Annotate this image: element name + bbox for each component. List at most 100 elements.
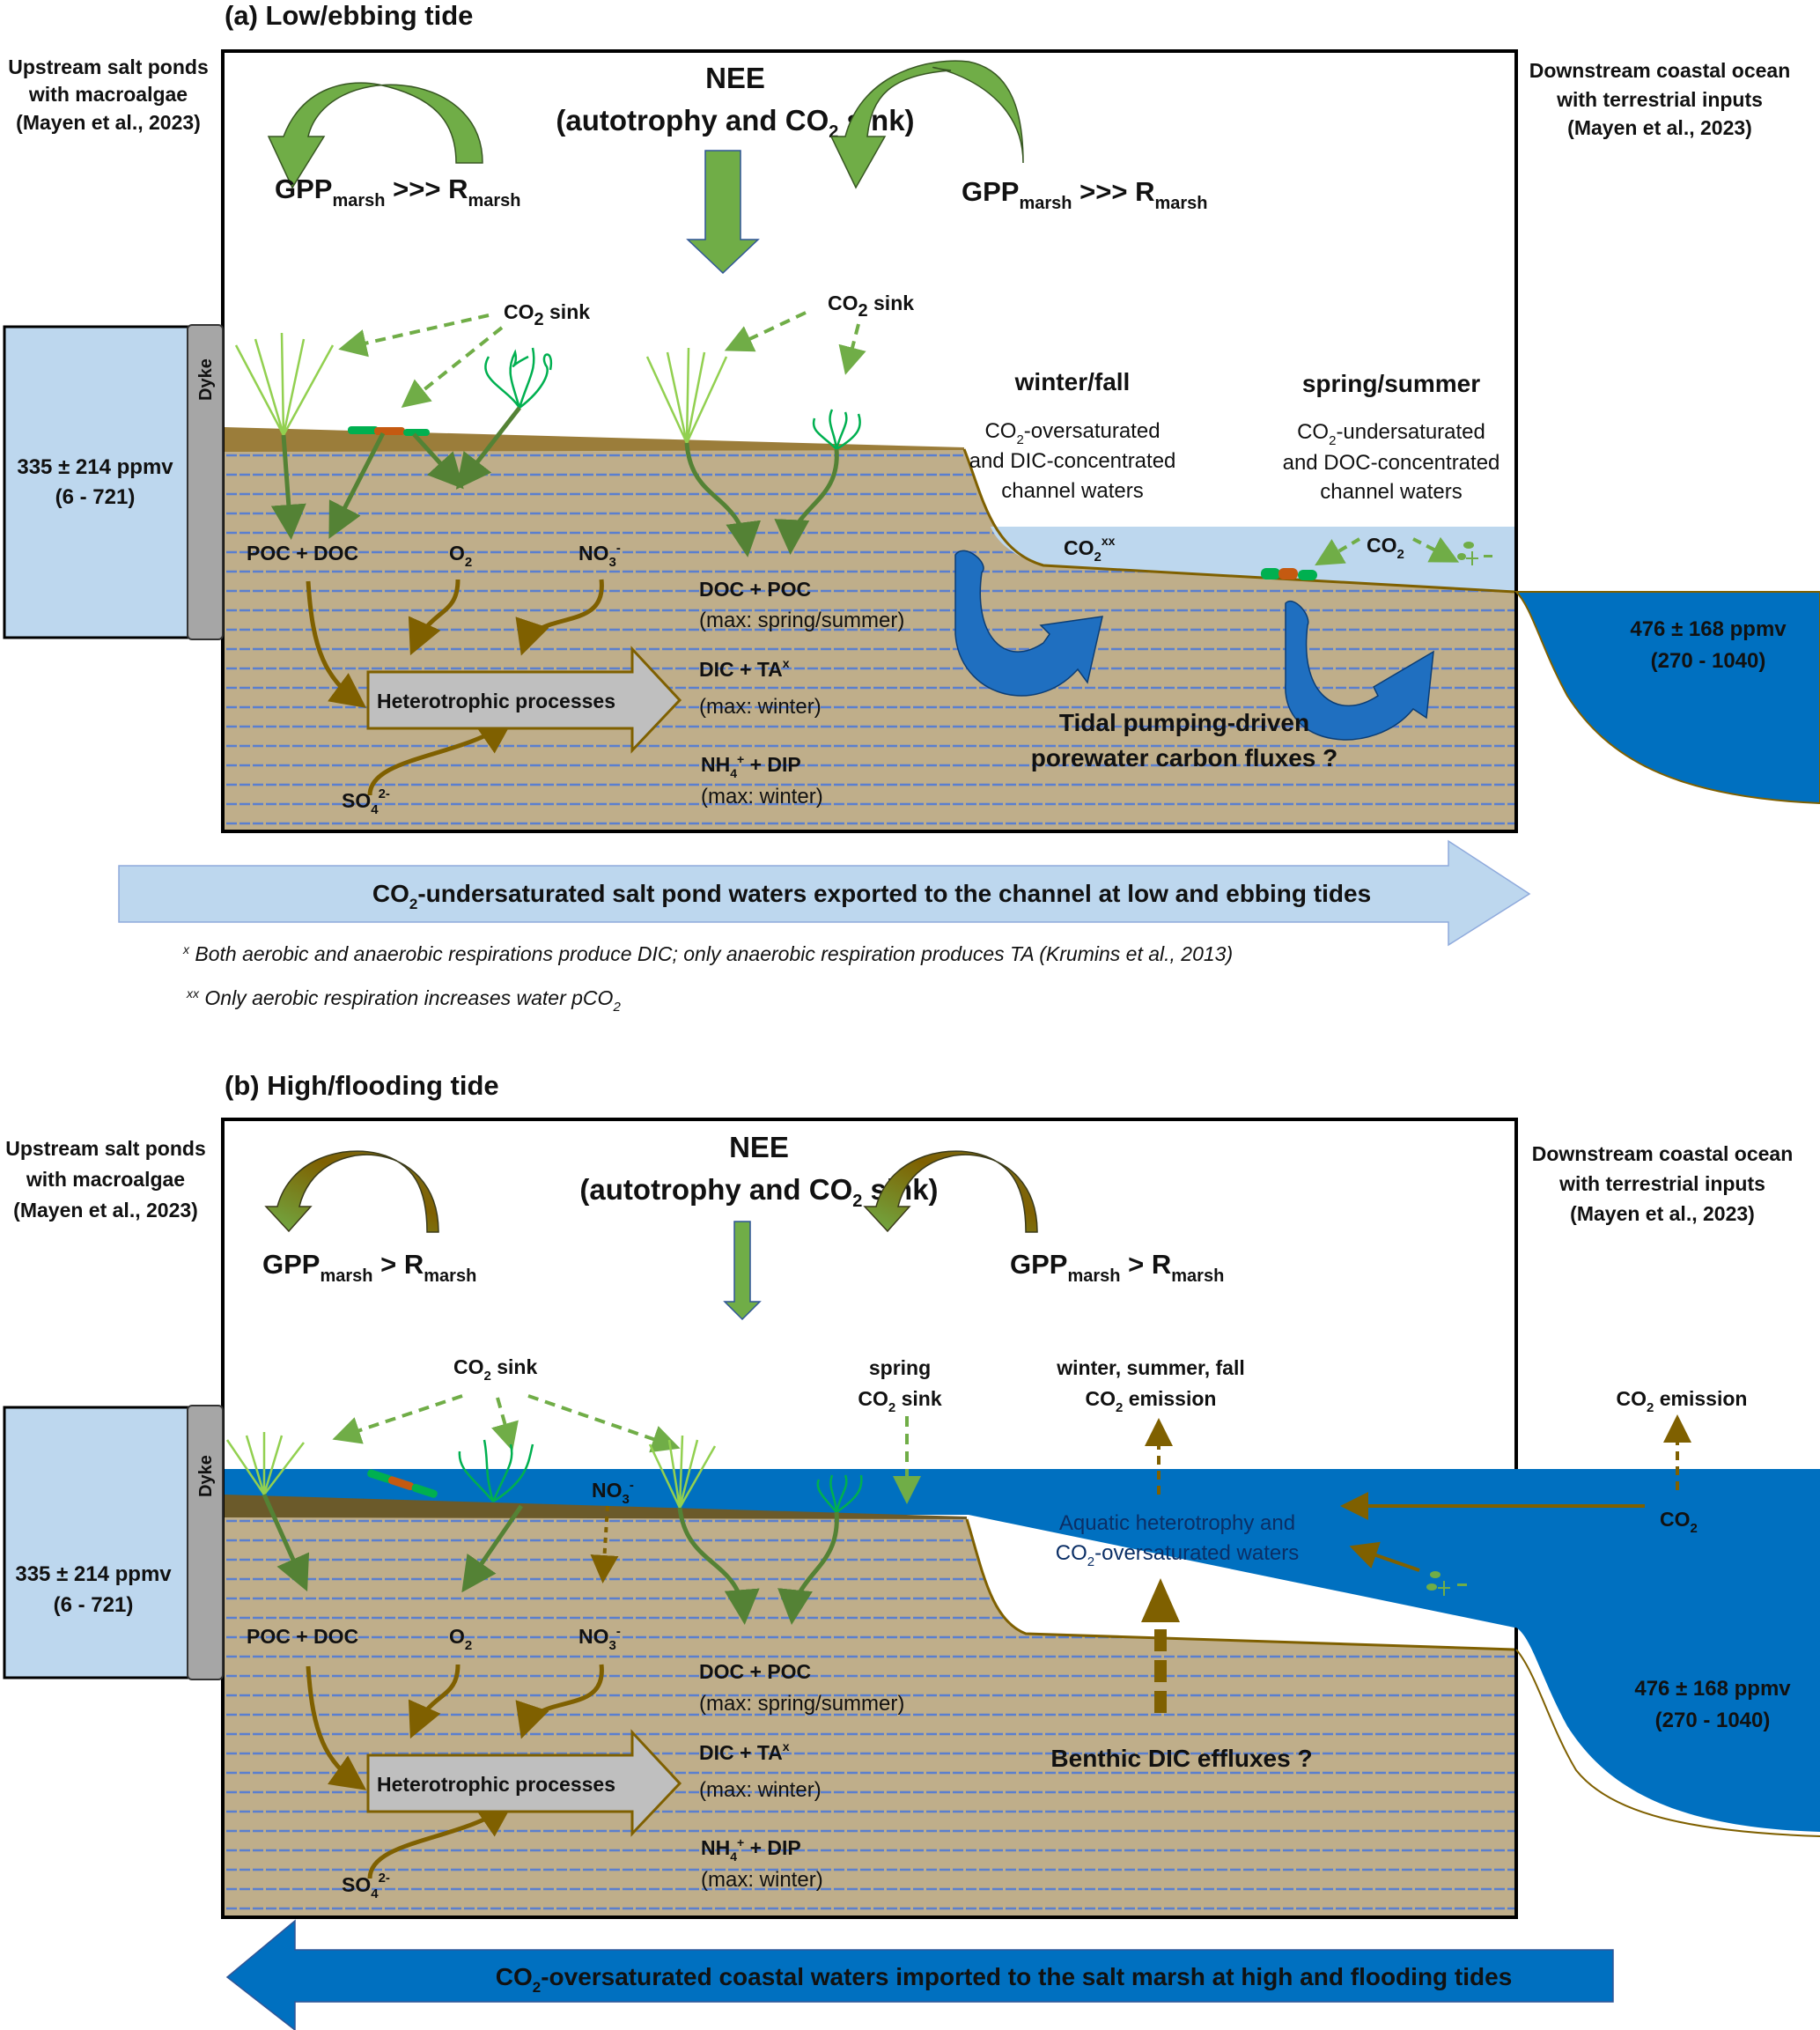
co2-sink-dashed-arrows-b: [332, 1394, 921, 1504]
nh4-dip-label-b: NH4+ + DIP: [701, 1835, 801, 1864]
o2-label: O2: [449, 542, 472, 570]
svg-text:with macroalgae: with macroalgae: [28, 83, 188, 106]
winter-fall-desc-1: CO2-oversaturated: [984, 419, 1160, 447]
footnote-x: x Both aerobic and anaerobic respiration…: [182, 942, 1233, 965]
channel-co2: CO2: [1367, 534, 1404, 562]
svg-text:Upstream salt ponds: Upstream salt ponds: [8, 55, 209, 78]
o2-label-b: O2: [449, 1625, 472, 1653]
channel-co2-uptake-arrows: [1315, 536, 1460, 566]
co2-sink-dashed-arrows: [338, 311, 866, 408]
heterotrophic-processes-arrow: [366, 646, 682, 754]
gpp-cycle-arrow-right-b: [863, 1150, 1038, 1233]
footnote-xx: xx Only aerobic respiration increases wa…: [186, 986, 621, 1015]
panel-b-title: (b) High/flooding tide: [225, 1070, 499, 1101]
seaweed-2: [812, 409, 861, 451]
downstream-ocean: [1514, 591, 1820, 805]
heterotrophic-label-b: Heterotrophic processes: [377, 1773, 615, 1796]
channel-co2-xx: CO2xx: [1064, 534, 1116, 565]
panel-a-title: (a) Low/ebbing tide: [225, 0, 473, 31]
svg-text:(Mayen et al., 2023): (Mayen et al., 2023): [16, 111, 201, 134]
floating-macroalgae: [367, 1469, 438, 1498]
svg-text:with macroalgae: with macroalgae: [26, 1168, 185, 1191]
svg-text:(Mayen et al., 2023): (Mayen et al., 2023): [1570, 1202, 1755, 1225]
flood-water: [225, 1469, 1820, 1832]
reactant-arrows-b: [306, 1664, 604, 1879]
downstream-ppm-b: 476 ± 168 ppmv: [1634, 1677, 1791, 1701]
upstream-range: (6 - 721): [55, 485, 136, 509]
aquatic-heterotrophy-1: Aquatic heterotrophy and: [1059, 1511, 1295, 1535]
co2-emission-label-marsh: CO2 emission: [1086, 1387, 1217, 1415]
tidal-pumping-arrow-1: [954, 550, 1103, 697]
gpp-relation-right-b: GPPmarsh > Rmarsh: [1010, 1249, 1224, 1286]
poc-doc-label: POC + DOC: [247, 542, 358, 565]
dic-ta-max-b: (max: winter): [699, 1778, 822, 1802]
spring-co2-sink-label: CO2 sink: [858, 1387, 941, 1415]
winter-fall-title: winter/fall: [1014, 368, 1131, 395]
gpp-relation-right: GPPmarsh >>> Rmarsh: [962, 176, 1207, 213]
plankton-co2-arrow: [1349, 1541, 1420, 1572]
benthic-dic-label: Benthic DIC effluxes ?: [1050, 1745, 1312, 1772]
dyke-label: Dyke: [196, 358, 216, 401]
tidal-pumping-arrow-2: [1285, 601, 1434, 741]
winter-fall-desc-3: channel waters: [1001, 479, 1143, 503]
no3-label-b: NO3-: [578, 1624, 621, 1653]
dyke-label-b: Dyke: [196, 1455, 216, 1497]
svg-text:(Mayen et al., 2023): (Mayen et al., 2023): [1567, 116, 1752, 139]
doc-poc-label-b: DOC + POC: [699, 1660, 811, 1683]
no3-water-label: NO3-: [592, 1478, 634, 1507]
dic-ta-label-b: DIC + TAx: [699, 1739, 790, 1764]
winter-fall-desc-2: and DIC-concentrated: [969, 449, 1176, 473]
svg-text:Upstream salt ponds: Upstream salt ponds: [5, 1137, 206, 1160]
import-band-label: CO2-oversaturated coastal waters importe…: [496, 1963, 1513, 1996]
upstream-pond-b: [3, 1406, 191, 1679]
ocean-co2-label: CO2: [1660, 1508, 1698, 1536]
nee-subtitle: (autotrophy and CO2 sink): [556, 104, 914, 142]
channel-algae: [1261, 568, 1317, 580]
nh4-dip-max: (max: winter): [701, 785, 823, 808]
svg-text:Downstream coastal ocean: Downstream coastal ocean: [1529, 59, 1791, 82]
dyke: [187, 324, 224, 640]
organic-input-arrows: [270, 406, 839, 557]
svg-text:(Mayen et al., 2023): (Mayen et al., 2023): [13, 1199, 198, 1222]
so4-label: SO42-: [342, 786, 390, 817]
dic-ta-label: DIC + TAx: [699, 656, 790, 681]
reactant-arrows: [306, 579, 604, 796]
nee-title-b: NEE: [729, 1131, 789, 1163]
nee-down-arrow-b: [723, 1221, 762, 1321]
sediment-body-b: [225, 1513, 1514, 1916]
co2-sink-label-2: CO2 sink: [828, 292, 914, 321]
export-band-label: CO2-undersaturated salt pond waters expo…: [372, 880, 1371, 912]
tidal-pumping-label-2: porewater carbon fluxes ?: [1031, 744, 1338, 771]
gpp-cycle-arrow-right: [829, 60, 1024, 189]
nh4-dip-max-b: (max: winter): [701, 1868, 823, 1892]
channel-water: [991, 527, 1514, 592]
no3-label: NO3-: [578, 541, 621, 570]
downstream-label-b: Downstream coastal ocean with terrestria…: [1532, 1142, 1794, 1225]
import-band-arrow: [225, 1919, 1614, 2030]
downstream-range-b: (270 - 1040): [1655, 1709, 1771, 1732]
marsh-grass-2: [645, 347, 728, 444]
seaweed-1: [484, 347, 553, 409]
export-band-arrow: [118, 839, 1531, 947]
marsh-grass-2-b: [648, 1435, 717, 1509]
nh4-dip-label: NH4+ + DIP: [701, 752, 801, 780]
spring-summer-desc-3: channel waters: [1320, 480, 1462, 504]
downstream-ppm: 476 ± 168 ppmv: [1630, 617, 1787, 641]
doc-poc-max-b: (max: spring/summer): [699, 1692, 904, 1716]
spring-summer-title: spring/summer: [1302, 370, 1480, 397]
upstream-label: Upstream salt ponds with macroalgae (May…: [8, 55, 209, 134]
dyke-b: [187, 1405, 224, 1680]
doc-poc-max: (max: spring/summer): [699, 609, 904, 632]
gpp-relation-left-b: GPPmarsh > Rmarsh: [262, 1249, 476, 1286]
upstream-range-b: (6 - 721): [54, 1593, 134, 1617]
marsh-grass-1-b: [225, 1432, 305, 1495]
downstream-ocean-b: [1515, 1649, 1820, 1837]
heterotrophic-processes-arrow-b: [366, 1729, 682, 1837]
spring-summer-desc-2: and DOC-concentrated: [1283, 451, 1500, 475]
upstream-label-b: Upstream salt ponds with macroalgae (May…: [5, 1137, 206, 1222]
upstream-ppm-b: 335 ± 214 ppmv: [15, 1562, 172, 1586]
co2-emission-label-ocean: CO2 emission: [1617, 1387, 1748, 1415]
co2-sink-label-b: CO2 sink: [453, 1355, 537, 1384]
seaweed-1-b: [458, 1439, 534, 1503]
